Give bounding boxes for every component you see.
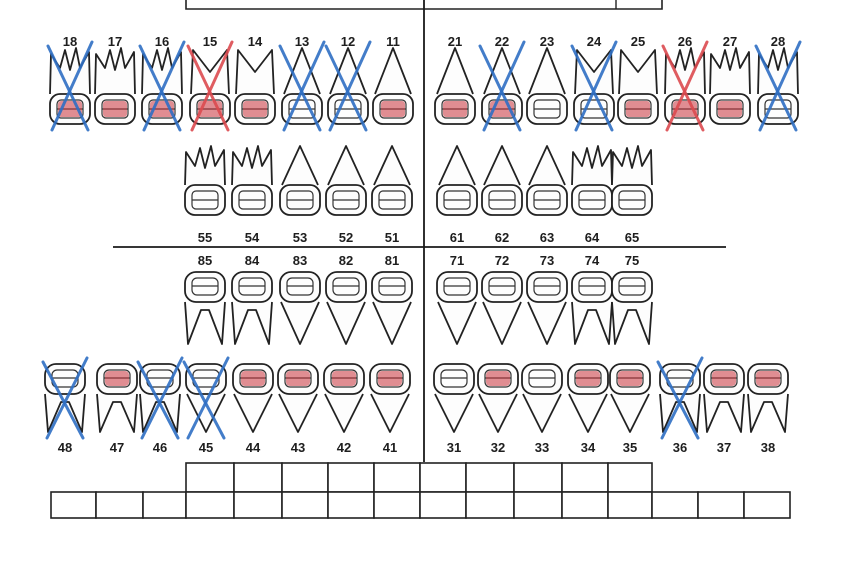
tooth-number-27: 27 [723, 34, 737, 49]
score-box-lower[interactable] [420, 492, 466, 518]
tooth-number-83: 83 [293, 253, 307, 268]
tooth-number-37: 37 [717, 440, 731, 455]
tooth-number-24: 24 [587, 34, 602, 49]
tooth-number-18: 18 [63, 34, 77, 49]
score-box-lower[interactable] [698, 492, 744, 518]
score-box-lower[interactable] [96, 492, 143, 518]
tooth-number-84: 84 [245, 253, 260, 268]
tooth-number-48: 48 [58, 440, 72, 455]
score-box-lower[interactable] [282, 492, 328, 518]
tooth-number-34: 34 [581, 440, 596, 455]
tooth-number-28: 28 [771, 34, 785, 49]
tooth-number-12: 12 [341, 34, 355, 49]
score-box-lower[interactable] [143, 492, 186, 518]
tooth-number-46: 46 [153, 440, 167, 455]
tooth-number-35: 35 [623, 440, 637, 455]
tooth-number-25: 25 [631, 34, 645, 49]
score-box-upper[interactable] [514, 463, 562, 492]
tooth-number-54: 54 [245, 230, 260, 245]
tooth-number-53: 53 [293, 230, 307, 245]
tooth-number-74: 74 [585, 253, 600, 268]
tooth-number-21: 21 [448, 34, 462, 49]
tooth-number-55: 55 [198, 230, 212, 245]
score-box-lower[interactable] [374, 492, 420, 518]
score-box-lower[interactable] [466, 492, 514, 518]
score-box-lower[interactable] [608, 492, 652, 518]
score-box-lower[interactable] [652, 492, 698, 518]
score-box-upper[interactable] [562, 463, 608, 492]
tooth-number-23: 23 [540, 34, 554, 49]
tooth-number-73: 73 [540, 253, 554, 268]
score-box-lower[interactable] [186, 492, 234, 518]
tooth-number-47: 47 [110, 440, 124, 455]
tooth-number-13: 13 [295, 34, 309, 49]
tooth-number-33: 33 [535, 440, 549, 455]
tooth-number-11: 11 [386, 34, 400, 49]
score-box-lower[interactable] [234, 492, 282, 518]
tooth-number-22: 22 [495, 34, 509, 49]
tooth-number-36: 36 [673, 440, 687, 455]
score-box-lower[interactable] [328, 492, 374, 518]
tooth-number-72: 72 [495, 253, 509, 268]
score-box-upper[interactable] [374, 463, 420, 492]
score-box-upper[interactable] [186, 463, 234, 492]
score-box-lower[interactable] [51, 492, 96, 518]
tooth-number-26: 26 [678, 34, 692, 49]
tooth-number-62: 62 [495, 230, 509, 245]
tooth-number-41: 41 [383, 440, 397, 455]
score-box-upper[interactable] [282, 463, 328, 492]
tooth-number-65: 65 [625, 230, 639, 245]
score-box-lower[interactable] [514, 492, 562, 518]
tooth-number-51: 51 [385, 230, 399, 245]
score-box-upper[interactable] [420, 463, 466, 492]
tooth-number-52: 52 [339, 230, 353, 245]
score-box-upper[interactable] [328, 463, 374, 492]
tooth-number-32: 32 [491, 440, 505, 455]
tooth-number-43: 43 [291, 440, 305, 455]
score-box-lower[interactable] [744, 492, 790, 518]
tooth-number-64: 64 [585, 230, 600, 245]
tooth-number-31: 31 [447, 440, 461, 455]
tooth-number-42: 42 [337, 440, 351, 455]
tooth-number-38: 38 [761, 440, 775, 455]
tooth-number-16: 16 [155, 34, 169, 49]
score-box-lower[interactable] [562, 492, 608, 518]
score-box-upper[interactable] [234, 463, 282, 492]
tooth-number-44: 44 [246, 440, 261, 455]
tooth-number-61: 61 [450, 230, 464, 245]
tooth-number-75: 75 [625, 253, 639, 268]
tooth-number-81: 81 [385, 253, 399, 268]
tooth-number-14: 14 [248, 34, 263, 49]
tooth-number-17: 17 [108, 34, 122, 49]
score-box-upper[interactable] [466, 463, 514, 492]
tooth-number-45: 45 [199, 440, 213, 455]
tooth-number-15: 15 [203, 34, 217, 49]
score-box-upper[interactable] [608, 463, 652, 492]
tooth-number-63: 63 [540, 230, 554, 245]
tooth-number-82: 82 [339, 253, 353, 268]
tooth-number-85: 85 [198, 253, 212, 268]
tooth-number-71: 71 [450, 253, 464, 268]
